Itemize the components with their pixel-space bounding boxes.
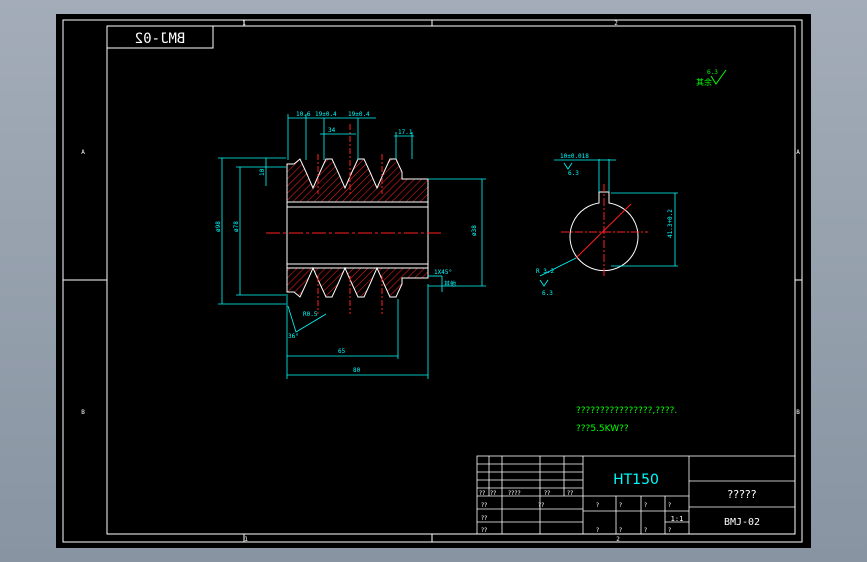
- title-row-label: ??: [481, 502, 487, 509]
- title-sign-label: ??: [538, 502, 544, 509]
- title-part-name: ?????: [727, 488, 756, 501]
- title-mid-cell: ?: [596, 502, 599, 509]
- title-row-label: ??: [481, 515, 487, 522]
- dim-top-width: 17.1: [398, 129, 413, 136]
- title-header-cell: ????: [508, 490, 521, 497]
- dim-groove-pitch: 19±0.4: [315, 111, 337, 118]
- title-material: HT150: [613, 472, 659, 488]
- key-roughness-b-label: R 3.2: [536, 268, 554, 275]
- zone-label-top: 1: [242, 20, 246, 27]
- stamp-box: [106, 25, 214, 49]
- note-line: ????????????????,????.: [576, 406, 677, 416]
- note-line: ???5.5KW??: [576, 424, 629, 434]
- drawing-canvas: 1 2 1 2 A B A B BMJ-02 其余 6.3: [56, 14, 811, 548]
- pulley-dimension-lines: [218, 114, 486, 379]
- title-right-cell: ?: [596, 527, 599, 534]
- title-right-cell: ?: [668, 527, 671, 534]
- title-header-cell: ??: [567, 490, 573, 497]
- dim-pitch-ref: 34: [328, 127, 336, 134]
- roughness-symbol-icon: [710, 69, 727, 85]
- title-scale: 1:1: [671, 515, 684, 523]
- dim-key-width: 10±0.018: [560, 153, 589, 160]
- dim-groove-depth: 10.6: [296, 111, 311, 118]
- zone-label-bottom: 2: [616, 536, 620, 543]
- dim-root-diameter: ø78: [233, 221, 240, 232]
- hub-circle: [569, 191, 639, 272]
- dim-groove-pitch: 19±0.4: [348, 111, 370, 118]
- title-header-cell: ??: [479, 490, 485, 497]
- keyway-dimension-lines: [539, 159, 678, 287]
- title-drawing-number: BMJ-02: [724, 517, 760, 528]
- pulley-lower-wall: [286, 266, 429, 298]
- key-roughness-a: 6.3: [568, 170, 579, 177]
- title-mid-cell: ?: [619, 502, 622, 509]
- title-header-cell: ??: [544, 490, 550, 497]
- keyway-view: [561, 184, 648, 276]
- title-mid-cell: ?: [644, 502, 647, 509]
- keyway-section-line: [575, 203, 632, 259]
- drawing-stamp: BMJ-02: [135, 31, 186, 47]
- key-roughness-b: 6.3: [542, 290, 553, 297]
- zone-label-left: A: [81, 149, 85, 156]
- dim-chamfer: 1X45°: [434, 269, 452, 276]
- pulley-section: [266, 124, 441, 314]
- outer-frame: [62, 19, 803, 543]
- dim-outer-diameter: ø98: [215, 221, 222, 232]
- zone-label-bottom: 1: [244, 536, 248, 543]
- roughness-general-label: 其余: [696, 77, 712, 87]
- title-mid-cell: ?: [668, 502, 671, 509]
- dim-bore-diameter: ø38: [471, 225, 478, 236]
- title-right-cell: ?: [619, 527, 622, 534]
- pulley-bore: [286, 201, 429, 269]
- zone-label-right: B: [796, 409, 800, 416]
- zone-label-top: 2: [614, 20, 618, 27]
- zone-label-right: A: [796, 149, 800, 156]
- zone-label-left: B: [81, 409, 85, 416]
- title-block: [476, 455, 796, 535]
- dim-rim-height: 10: [259, 168, 266, 176]
- dim-chamfer-other: 其他: [444, 280, 456, 288]
- roughness-general-value: 6.3: [707, 69, 718, 76]
- dim-total-width: 80: [353, 367, 361, 374]
- cad-drawing: 1 2 1 2 A B A B BMJ-02 其余 6.3: [62, 19, 803, 543]
- dim-groove-angle: 36°: [288, 333, 299, 340]
- title-right-cell: ?: [644, 527, 647, 534]
- title-row-label: ??: [481, 527, 487, 534]
- dim-key-depth: 41.3+0.2: [667, 209, 674, 238]
- title-header-cell: ??: [490, 490, 496, 497]
- dim-inner-width: 65: [338, 348, 346, 355]
- pulley-upper-wall: [286, 158, 429, 203]
- dim-groove-radius: R0.5: [303, 311, 318, 318]
- inner-frame: [106, 25, 796, 535]
